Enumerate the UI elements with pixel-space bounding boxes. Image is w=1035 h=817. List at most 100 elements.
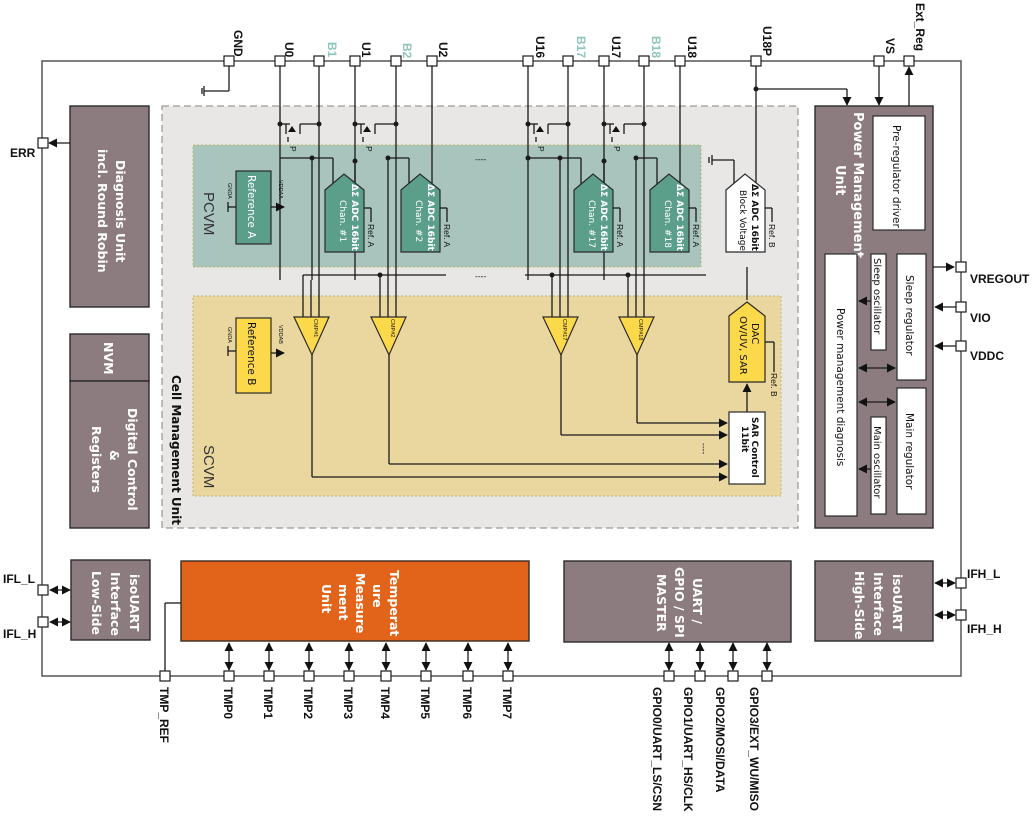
svg-text:ment: ment (336, 584, 351, 620)
power-management-diagnosis (824, 253, 858, 517)
svg-text:GPIO / SPI: GPIO / SPI (672, 567, 687, 638)
svg-text:Block Voltage: Block Voltage (737, 190, 747, 251)
pin-u18p[interactable] (750, 55, 762, 67)
uart-gpio-spi-master: UART / GPIO / SPI MASTER (563, 560, 792, 643)
pin-u0[interactable] (274, 55, 286, 67)
temperature-measurement-unit: Temperat ure Measure ment Unit (164, 560, 530, 672)
pin-label-tmp3: TMP3 (341, 687, 355, 719)
svg-text:Chan. #17: Chan. #17 (586, 200, 596, 248)
pin-u2[interactable] (426, 55, 438, 67)
pin-tmp7[interactable] (502, 670, 514, 682)
svg-text:UART /: UART / (690, 578, 705, 624)
pin-err[interactable] (37, 137, 49, 149)
pin-ifh-h[interactable] (955, 609, 967, 621)
pin-label-ifh-h: IFH_H (967, 622, 1002, 636)
pin-label-gpio0: GPIO0/UART_LS/CSN (650, 687, 664, 811)
pin-label-u16: U16 (533, 36, 547, 58)
pin-b1[interactable] (313, 55, 325, 67)
svg-text:Measure: Measure (353, 573, 368, 633)
pin-tmp3[interactable] (343, 670, 355, 682)
pin-tmp5[interactable] (420, 670, 432, 682)
reference-b: Reference B GNDA VDDAB (226, 317, 285, 394)
svg-text:CMP#18: CMP#18 (637, 319, 643, 340)
pin-u18[interactable] (674, 55, 686, 67)
svg-text:High-Side: High-Side (852, 571, 867, 640)
svg-text:SAR Control: SAR Control (749, 417, 759, 478)
pin-tmp4[interactable] (380, 670, 392, 682)
svg-text:isoUART: isoUART (890, 574, 905, 632)
pin-ext-reg[interactable] (903, 55, 915, 67)
svg-text:Interface: Interface (871, 572, 886, 636)
svg-text:Chan. #1: Chan. #1 (337, 200, 347, 242)
pin-ifl-l[interactable] (37, 584, 49, 596)
adc-channel-18: ΔΣ ADC 16bit Chan. #18 Ref. A (649, 173, 701, 253)
pin-ifl-h[interactable] (37, 616, 49, 628)
pin-gpio2[interactable] (727, 670, 739, 682)
svg-text:VDDAB: VDDAB (277, 325, 283, 344)
pin-label-u18: U18 (685, 36, 699, 58)
pin-label-ifh-l: IFH_L (967, 567, 1000, 581)
svg-text:Digital Control: Digital Control (125, 408, 140, 511)
pin-vregout[interactable] (955, 261, 967, 273)
svg-text:GNDA: GNDA (226, 183, 232, 199)
scvm-zone (192, 295, 782, 497)
pin-u1[interactable] (349, 55, 361, 67)
pin-label-vio: VIO (970, 311, 991, 325)
svg-text:Low-Side: Low-Side (89, 571, 104, 635)
svg-text:Power Management: Power Management (850, 112, 865, 258)
pin-ifh-l[interactable] (955, 577, 967, 589)
mosfet-icon (612, 126, 620, 132)
pin-b18[interactable] (638, 55, 650, 67)
sleep-oscillator (870, 253, 887, 351)
svg-text:ΔΣ ADC 16bit: ΔΣ ADC 16bit (674, 184, 684, 251)
mosfet-icon (363, 126, 371, 132)
svg-text:isoUART: isoUART (127, 574, 142, 632)
pin-gpio3[interactable] (761, 670, 773, 682)
chip-outline (41, 60, 962, 677)
svg-text:DAC: DAC (749, 323, 760, 344)
pin-tmp1[interactable] (263, 670, 275, 682)
cmu-label: Cell Management Unit (169, 375, 183, 525)
pin-label-gpio2: GPIO2/MOSI/DATA (713, 687, 727, 793)
pin-tmp2[interactable] (303, 670, 315, 682)
svg-text:Power management diagnosis: Power management diagnosis (834, 308, 846, 466)
svg-text:----: ---- (699, 443, 709, 454)
pin-label-u18p: U18P (760, 26, 774, 56)
comparator-1: CMP#1 (293, 316, 330, 477)
svg-text:P: P (536, 146, 546, 152)
svg-text:Sleep regulator: Sleep regulator (903, 275, 915, 356)
pin-b17[interactable] (562, 55, 574, 67)
pin-gpio1[interactable] (694, 670, 706, 682)
pin-label-u0: U0 (282, 42, 296, 58)
pin-gnd[interactable] (223, 55, 235, 67)
svg-text:Ref. B: Ref. B (769, 373, 779, 397)
pin-u17[interactable] (598, 55, 610, 67)
svg-text:Unit: Unit (832, 165, 847, 195)
pin-label-ifl-l: IFL_L (3, 572, 35, 586)
adc-block-voltage: ΔΣ ADC 16bit Block Voltage Ref. B (725, 173, 777, 253)
pin-vio[interactable] (955, 301, 967, 313)
svg-text:Ref. B: Ref. B (767, 224, 777, 248)
svg-text:MASTER: MASTER (654, 574, 669, 632)
main-regulator (896, 387, 927, 515)
svg-text:OV/UV, SAR: OV/UV, SAR (737, 316, 748, 375)
pin-label-b1: B1 (325, 42, 339, 58)
pin-vddc[interactable] (955, 340, 967, 352)
pin-tmp0[interactable] (223, 670, 235, 682)
pin-label-gnd: GND (231, 30, 245, 57)
pin-label-tmp5: TMP5 (418, 687, 432, 719)
pin-vs[interactable] (873, 55, 885, 67)
svg-text:incl. Round Robin: incl. Round Robin (95, 149, 110, 273)
svg-text:P: P (612, 146, 622, 152)
isouart-low-side: isoUART Interface Low-Side (49, 559, 151, 641)
pin-tmp6[interactable] (462, 670, 474, 682)
sar-control: SAR Control 11bit (728, 411, 766, 485)
comparators: CMP#1 CMP#2 CMP#17 CMP#18 (293, 316, 655, 477)
svg-text:NVM: NVM (101, 342, 116, 375)
pin-tmp-ref[interactable] (159, 670, 171, 682)
pin-label-vs: VS (883, 38, 897, 54)
pin-b2[interactable] (390, 55, 402, 67)
pin-u16[interactable] (522, 55, 534, 67)
pin-gpio0[interactable] (663, 670, 675, 682)
